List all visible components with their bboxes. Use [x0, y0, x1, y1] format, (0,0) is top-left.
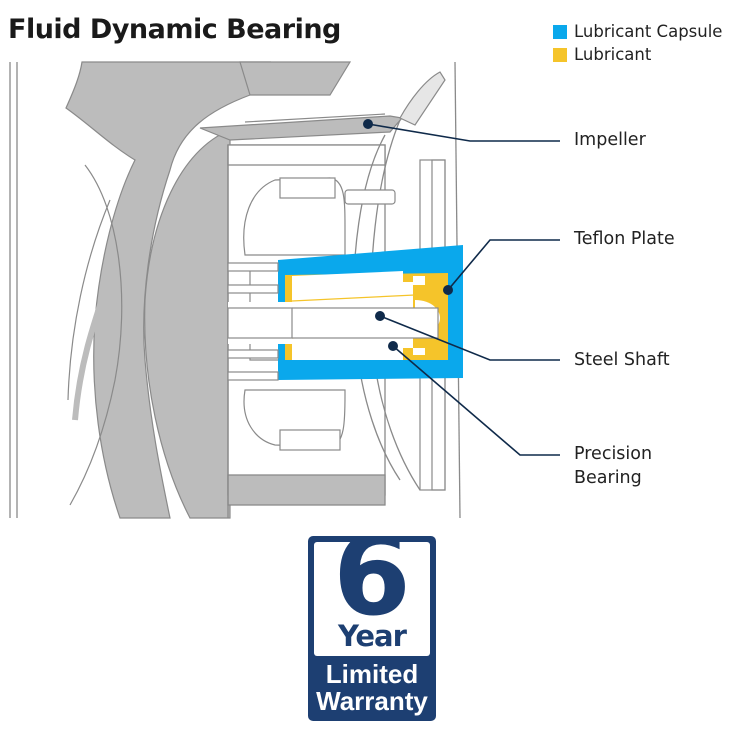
steel-shaft-marker	[375, 311, 385, 321]
warranty-label: Warranty	[316, 686, 428, 716]
teflon-plate-leader	[447, 239, 560, 291]
legend-label: Lubricant	[574, 45, 652, 64]
callout-label-line1: Precision	[574, 444, 653, 464]
fan-blade-inner	[69, 164, 123, 506]
warranty-years-number: 6	[333, 542, 411, 641]
callout-label: Impeller	[574, 130, 646, 150]
diagram-title: Fluid Dynamic Bearing	[8, 14, 341, 45]
impeller-marker	[363, 119, 373, 129]
warranty-year-label: Year	[338, 619, 407, 653]
lubricant-capsule-swatch	[553, 24, 567, 39]
teflon-plate-marker	[443, 285, 453, 295]
legend-item-lubricant-capsule: Lubricant Capsule	[553, 20, 722, 43]
legend-item-lubricant: Lubricant	[553, 43, 722, 66]
warranty-limited-label: Limited	[325, 659, 419, 689]
badge-top-panel: 6 Year	[314, 542, 430, 656]
warranty-badge: 6 Year Limited Warranty	[308, 536, 436, 721]
callout-impeller: Impeller	[574, 128, 646, 152]
callout-teflon-plate: Teflon Plate	[574, 227, 675, 251]
impeller	[199, 115, 404, 141]
bearing-cutaway-illustration	[9, 61, 560, 519]
callout-label: Teflon Plate	[574, 229, 675, 249]
fan-blade	[65, 61, 272, 519]
impeller-leader	[367, 123, 560, 142]
callout-label-line2: Bearing	[574, 468, 642, 488]
lubricant-swatch	[553, 47, 567, 62]
callout-label: Steel Shaft	[574, 350, 670, 370]
hub-ring	[144, 129, 231, 519]
steel-shaft-leader	[379, 315, 560, 361]
callout-steel-shaft: Steel Shaft	[574, 348, 670, 372]
precision-bearing-leader	[392, 345, 560, 456]
legend-label: Lubricant Capsule	[574, 22, 723, 41]
callout-precision-bearing: Precision Bearing	[574, 442, 652, 490]
callout-lines	[367, 123, 560, 456]
precision-bearing-marker	[388, 341, 398, 351]
legend: Lubricant Capsule Lubricant	[553, 20, 722, 66]
callout-dots	[363, 119, 453, 351]
